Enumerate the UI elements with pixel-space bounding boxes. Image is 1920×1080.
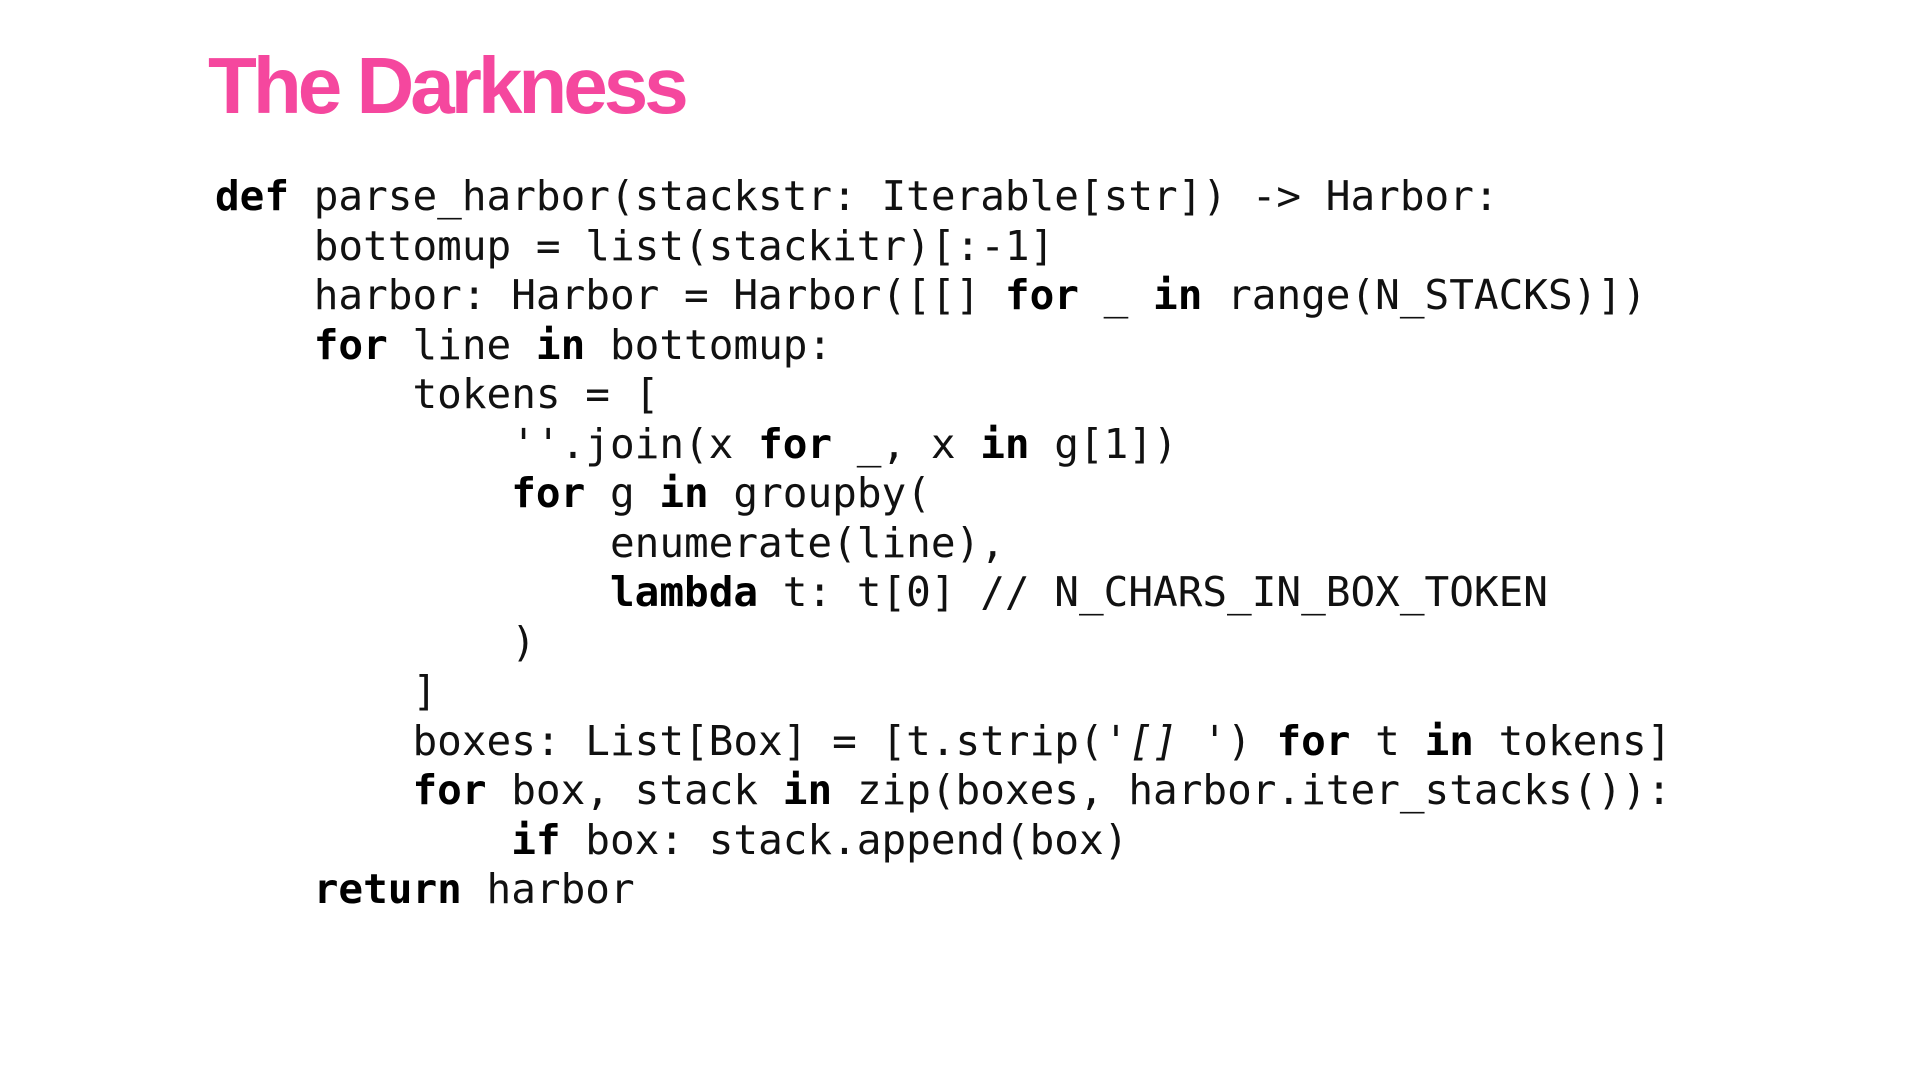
code-keyword: in (659, 469, 709, 517)
code-text: t: t[0] // N_CHARS_IN_BOX_TOKEN (758, 568, 1548, 616)
code-line: tokens = [ (215, 370, 1671, 420)
code-keyword: return (313, 865, 462, 913)
code-text: t (1350, 716, 1425, 765)
code-text: box: stack.append(box) (560, 815, 1129, 864)
code-string-italic: [] (1128, 716, 1178, 765)
code-line: if box: stack.append(box) (215, 816, 1671, 866)
code-block: def parse_harbor(stackstr: Iterable[str]… (215, 172, 1671, 915)
code-text (215, 321, 314, 369)
code-line: for line in bottomup: (215, 321, 1671, 371)
code-keyword: for (511, 469, 586, 517)
code-text: ') (1177, 716, 1277, 765)
code-keyword: for (1004, 271, 1079, 319)
code-text: _, x (832, 419, 981, 468)
code-text: g (585, 469, 660, 517)
code-text: ] (215, 667, 438, 715)
code-text: enumerate(line), (215, 518, 1005, 567)
code-text: bottomup = list(stackitr)[:-1] (215, 221, 1055, 270)
code-keyword: in (980, 419, 1030, 468)
code-keyword: in (1153, 271, 1203, 319)
code-line: ) (215, 618, 1671, 668)
code-text: _ (1078, 271, 1154, 319)
code-text: tokens] (1473, 716, 1672, 765)
code-line: for g in groupby( (215, 469, 1671, 519)
code-keyword: in (1424, 716, 1474, 765)
code-text: range(N_STACKS)]) (1202, 271, 1647, 319)
code-line: bottomup = list(stackitr)[:-1] (215, 222, 1671, 272)
code-keyword: for (758, 419, 833, 468)
code-text: groupby( (708, 469, 931, 517)
code-text: harbor (461, 865, 635, 913)
code-text: harbor: Harbor = Harbor([[] (215, 271, 1005, 319)
code-text: tokens = [ (215, 370, 660, 418)
code-text: parse_harbor(stackstr: Iterable[str]) ->… (289, 172, 1499, 220)
code-line: boxes: List[Box] = [t.strip('[] ') for t… (215, 717, 1671, 767)
code-text: g[1]) (1029, 419, 1178, 468)
code-text: line (387, 320, 536, 369)
code-text: box, stack (486, 766, 783, 814)
code-text (215, 568, 610, 616)
code-line: ] (215, 667, 1671, 717)
code-line: def parse_harbor(stackstr: Iterable[str]… (215, 172, 1671, 222)
code-keyword: for (412, 766, 487, 814)
code-keyword: in (535, 320, 586, 369)
code-keyword: def (215, 172, 290, 220)
code-keyword: for (313, 320, 388, 369)
slide-title: The Darkness (208, 41, 689, 130)
code-line: ''.join(x for _, x in g[1]) (215, 420, 1671, 470)
code-text: ''.join(x (215, 419, 759, 468)
code-line: harbor: Harbor = Harbor([[] for _ in ran… (215, 271, 1671, 321)
code-text: ) (215, 617, 536, 666)
code-keyword: for (1276, 716, 1351, 765)
code-keyword: lambda (609, 568, 759, 616)
code-keyword: if (511, 815, 561, 864)
code-text: zip(boxes, harbor.iter_stacks()): (832, 766, 1672, 814)
code-keyword: in (782, 766, 833, 814)
code-line: for box, stack in zip(boxes, harbor.iter… (215, 766, 1671, 816)
code-text (215, 766, 412, 814)
code-text (215, 469, 511, 517)
code-text: bottomup: (585, 320, 833, 369)
code-text (215, 865, 314, 913)
code-line: return harbor (215, 865, 1671, 915)
code-text: boxes: List[Box] = [t.strip(' (215, 716, 1129, 765)
code-line: enumerate(line), (215, 519, 1671, 569)
code-text (215, 816, 511, 864)
code-line: lambda t: t[0] // N_CHARS_IN_BOX_TOKEN (215, 568, 1671, 618)
